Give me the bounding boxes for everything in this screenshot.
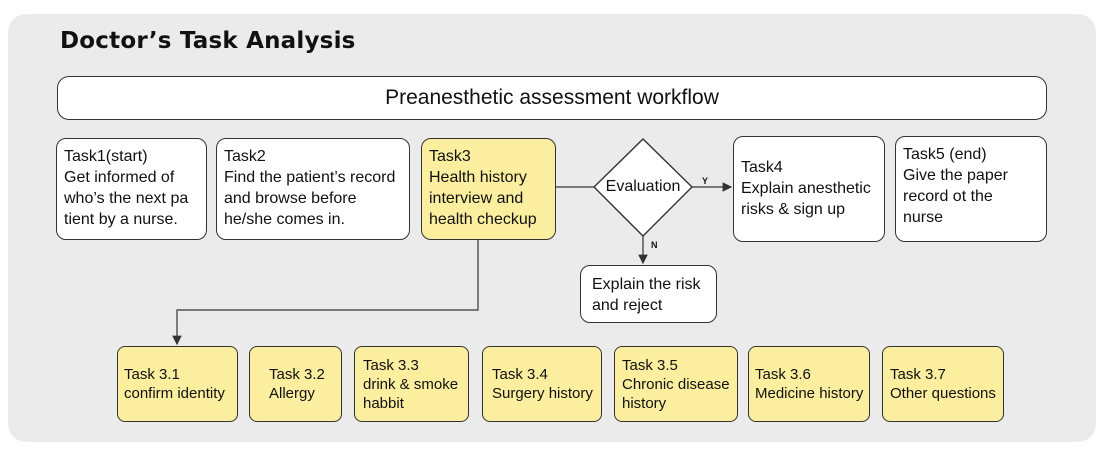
yes-label: Y [702, 176, 709, 186]
no-label: N [651, 240, 658, 250]
reject-line: and reject [592, 297, 663, 314]
subtask-line: Task 3.5 [622, 356, 678, 374]
subtask-box-3-4: Task 3.4 Surgery history [482, 346, 602, 422]
task4-line: Task4 [741, 159, 783, 176]
task-box-3: Task3 Health history interview and healt… [421, 138, 556, 240]
subtask-box-3-6: Task 3.6 Medicine history [748, 346, 870, 422]
task-box-1: Task1(start) Get informed of who’s the n… [56, 138, 207, 240]
task4-line: Explain anesthetic [741, 180, 871, 197]
subtask-line: Medicine history [755, 385, 864, 402]
task2-line: and browse before [224, 190, 357, 207]
task4-line: risks & sign up [741, 201, 846, 218]
task5-line: Task5 (end) [903, 146, 987, 163]
subtask-line: Task 3.4 [492, 366, 548, 383]
task-box-4: Task4 Explain anesthetic risks & sign up [733, 136, 885, 242]
task1-line: tient by a nurse. [64, 211, 178, 228]
task-box-2: Task2 Find the patient’s record and brow… [216, 138, 410, 240]
reject-line: Explain the risk [592, 276, 701, 293]
subtask-line: history [622, 394, 667, 412]
subtask-line: Chronic disease [622, 375, 730, 393]
subtask-line: Task 3.6 [755, 366, 811, 383]
task2-line: he/she comes in. [224, 211, 345, 228]
task1-line: who’s the next pa [64, 190, 189, 207]
subtask-line: Allergy [269, 385, 315, 402]
task2-line: Task2 [224, 148, 266, 165]
subtask-line: Task 3.1 [124, 366, 180, 383]
reject-box: Explain the risk and reject [580, 265, 717, 323]
task3-line: interview and [429, 190, 524, 207]
task1-line: Task1(start) [64, 148, 148, 165]
subtask-line: drink & smoke [363, 375, 459, 393]
workflow-header: Preanesthetic assessment workflow [57, 76, 1047, 120]
subtask-line: Task 3.7 [890, 366, 946, 383]
subtask-line: Surgery history [492, 385, 593, 402]
subtask-box-3-7: Task 3.7 Other questions [882, 346, 1004, 422]
task5-line: record ot the [903, 188, 993, 205]
task3-line: Health history [429, 169, 527, 186]
subtask-box-3-1: Task 3.1 confirm identity [117, 346, 238, 422]
task1-line: Get informed of [64, 169, 175, 186]
task-box-5: Task5 (end) Give the paper record ot the… [895, 136, 1047, 242]
subtask-line: confirm identity [124, 385, 225, 402]
subtask-line: Other questions [890, 385, 996, 402]
task5-line: Give the paper [903, 167, 1008, 184]
task3-line: health checkup [429, 211, 537, 228]
workflow-header-label: Preanesthetic assessment workflow [385, 86, 719, 109]
subtask-line: Task 3.3 [363, 356, 419, 374]
task5-line: nurse [903, 209, 944, 226]
connector-task3-subtasks [172, 240, 479, 346]
task3-line: Task3 [429, 148, 471, 165]
task2-line: Find the patient’s record [224, 169, 396, 186]
subtask-line: Task 3.2 [269, 366, 325, 383]
diagram-title: Doctor’s Task Analysis [60, 28, 356, 54]
subtask-box-3-2: Task 3.2 Allergy [249, 346, 342, 422]
decision-label: Evaluation [605, 178, 681, 195]
subtask-line: habbit [363, 394, 404, 412]
subtask-box-3-3: Task 3.3 drink & smoke habbit [354, 346, 469, 422]
subtask-box-3-5: Task 3.5 Chronic disease history [614, 346, 738, 422]
